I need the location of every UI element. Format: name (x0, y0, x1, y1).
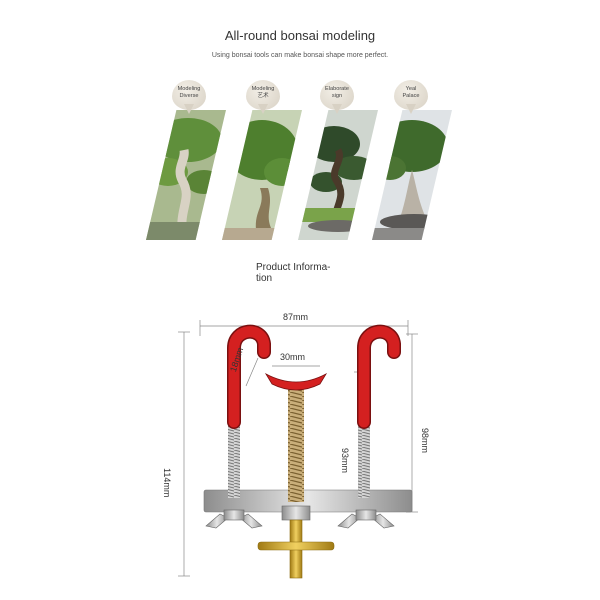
t-handle-bar (257, 541, 335, 551)
right-red-hook (358, 326, 400, 428)
center-nut (281, 505, 311, 521)
dimension-screw-height: 93mm (340, 448, 350, 474)
center-red-pad (264, 372, 328, 391)
left-wing-nut (205, 509, 263, 529)
badge-line2: 艺术 (257, 93, 269, 99)
badge-line2: sign (331, 93, 343, 99)
center-screw (288, 382, 304, 502)
product-info-line2: tion (256, 273, 273, 284)
badge-line2: Palace (402, 93, 420, 99)
left-red-hook (228, 326, 270, 428)
right-wing-nut (337, 509, 395, 529)
dimension-total-width: 87mm (283, 312, 309, 322)
product-info-heading: Product Informa- tion (256, 262, 346, 284)
dimension-side-height: 98mm (420, 428, 430, 454)
dimension-inner-width: 30mm (280, 352, 306, 362)
badge-line1: Modeling (177, 86, 201, 92)
badge-line1: Modeling (251, 86, 275, 92)
bonsai-photo-1 (146, 110, 226, 240)
badge-line2: Diverse (179, 93, 199, 99)
page-title: All-round bonsai modeling (224, 28, 376, 43)
bender-tool-illustration (178, 320, 418, 579)
product-info-line1: Product Informa- (256, 262, 331, 273)
product-dimension-diagram: 87mm 30mm 18mm 114mm 93mm 98mm (162, 300, 440, 590)
bonsai-photo-2 (222, 110, 302, 240)
dimension-total-height: 114mm (162, 468, 172, 498)
right-threaded-rod (358, 418, 370, 498)
bonsai-photo-3 (298, 110, 378, 240)
bonsai-photo-4 (372, 110, 452, 240)
left-threaded-rod (228, 418, 240, 498)
page-subtitle: Using bonsai tools can make bonsai shape… (211, 52, 389, 59)
badge-line1: Elaborate (325, 86, 349, 92)
badge-line1: Yeal (405, 86, 417, 92)
